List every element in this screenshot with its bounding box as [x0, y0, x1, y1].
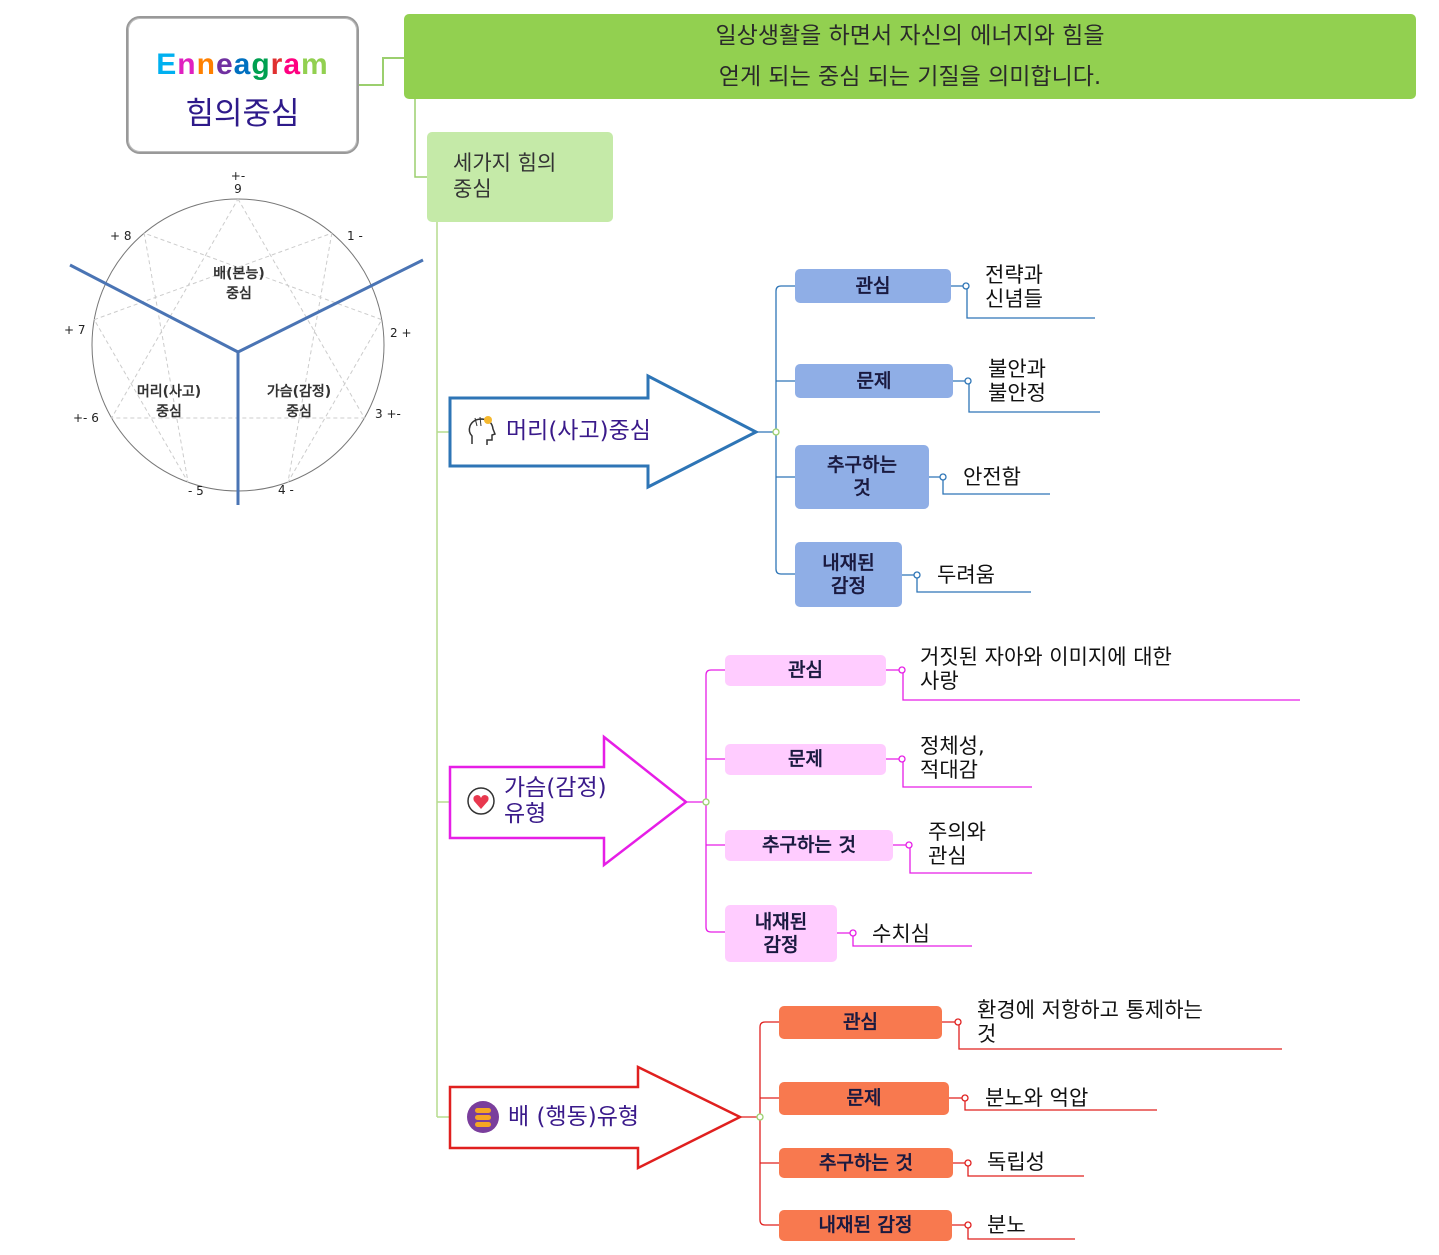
leaf-text: 관심 — [928, 844, 967, 868]
point-2: 2 + — [390, 326, 412, 340]
heart-problem-leaf[interactable]: 정체성,적대감 — [920, 734, 985, 782]
leaf-text: 불안정 — [988, 381, 1046, 405]
three-centers-line-1: 세가지 힘의 — [453, 151, 557, 175]
belly-icon — [467, 1101, 499, 1133]
thinking-head-icon — [468, 416, 496, 445]
point-9: 9 — [234, 182, 242, 196]
head-center-label: 머리(사고)중심 — [466, 414, 651, 448]
gut-type-label: 배 (행동)유형 — [466, 1100, 639, 1134]
definition-line-2: 얻게 되는 중심 되는 기질을 의미합니다. — [718, 64, 1102, 90]
point-8: + 8 — [110, 229, 132, 243]
title-box[interactable]: Enneagram 힘의중심 — [126, 16, 359, 154]
heart-center-label: 가슴(감정) — [267, 383, 331, 400]
leaf-text: 거짓된 자아와 이미지에 대한 — [920, 645, 1172, 669]
logo-letter: m — [301, 48, 329, 81]
leaf-text: 사랑 — [920, 669, 959, 693]
logo-letter: n — [177, 48, 197, 81]
heart-type-text-1: 가슴(감정) — [504, 775, 607, 801]
logo-letter: a — [283, 48, 302, 81]
logo-letter: E — [156, 48, 178, 81]
definition-box[interactable]: 일상생활을 하면서 자신의 에너지와 힘을 얻게 되는 중심 되는 기질을 의미… — [404, 14, 1416, 99]
gut-type-text: 배 (행동)유형 — [508, 1104, 640, 1130]
node-text: 내재된 — [754, 910, 808, 933]
node-text: 내재된 — [822, 551, 875, 574]
heart-center-label-2: 중심 — [286, 404, 312, 420]
heart-icon — [467, 787, 495, 815]
gut-emotion-node[interactable]: 내재된 감정 — [779, 1210, 952, 1241]
heart-problem-node[interactable]: 문제 — [725, 744, 886, 775]
leaf-text: 정체성, — [920, 734, 985, 758]
definition-line-1: 일상생활을 하면서 자신의 에너지와 힘을 — [715, 23, 1105, 49]
enneagram-inner-line — [93, 232, 383, 483]
gut-pursuit-node[interactable]: 추구하는 것 — [779, 1148, 953, 1178]
leaf-text: 적대감 — [920, 758, 978, 782]
logo-letter: g — [251, 48, 271, 81]
gut-emotion-leaf[interactable]: 분노 — [987, 1213, 1026, 1237]
heart-type-text-2: 유형 — [504, 801, 547, 827]
leaf-text: 환경에 저항하고 통제하는 — [977, 998, 1203, 1022]
gut-type-arrow[interactable] — [448, 1064, 743, 1171]
point-9-sign: +- — [231, 169, 245, 183]
node-text: 감정 — [763, 933, 799, 956]
point-5: - 5 — [188, 484, 204, 498]
logo-letter: e — [215, 48, 234, 81]
three-centers-box[interactable]: 세가지 힘의 중심 — [427, 132, 613, 222]
heart-type-label: 가슴(감정)유형 — [466, 775, 607, 827]
enneagram-logo: Enneagram — [128, 48, 357, 82]
head-emotion-leaf[interactable]: 두려움 — [937, 563, 995, 587]
logo-letter: a — [233, 48, 252, 81]
head-center-text: 머리(사고)중심 — [506, 418, 651, 444]
gut-problem-node[interactable]: 문제 — [779, 1082, 949, 1115]
heart-emotion-leaf[interactable]: 수치심 — [872, 922, 930, 946]
leaf-text: 것 — [977, 1022, 997, 1046]
heart-type-arrow[interactable] — [448, 734, 689, 868]
leaf-text: 주의와 — [928, 820, 986, 844]
head-center-arrow[interactable] — [448, 373, 760, 490]
logo-letter: r — [270, 48, 284, 81]
head-pursuit-leaf[interactable]: 안전함 — [963, 465, 1021, 489]
head-concern-node[interactable]: 관심 — [795, 269, 951, 303]
three-centers-line-2: 중심 — [453, 177, 492, 201]
heart-pursuit-node[interactable]: 추구하는 것 — [725, 830, 893, 861]
point-6: +- 6 — [73, 411, 99, 425]
head-center-label: 머리(사고) — [137, 384, 201, 400]
leaf-text: 불안과 — [988, 357, 1046, 381]
node-text: 추구하는 — [827, 454, 897, 476]
heart-concern-node[interactable]: 관심 — [725, 655, 886, 686]
node-text: 감정 — [831, 574, 866, 597]
point-4: 4 - — [278, 483, 294, 497]
gut-center-label-2: 중심 — [226, 286, 252, 302]
gut-concern-node[interactable]: 관심 — [779, 1006, 942, 1039]
point-3: 3 +- — [375, 407, 401, 421]
enneagram-diagram: +- 9 1 - 2 + 3 +- 4 - - 5 +- 6 + 7 + 8 배… — [64, 169, 424, 505]
title-subtitle: 힘의중심 — [185, 96, 300, 132]
gut-problem-leaf[interactable]: 분노와 억압 — [985, 1086, 1089, 1110]
leaf-text: 신념들 — [985, 287, 1043, 311]
point-1: 1 - — [347, 229, 363, 243]
point-7: + 7 — [64, 323, 86, 337]
leaf-text: 전략과 — [985, 263, 1043, 287]
node-text: 것 — [853, 477, 871, 499]
gut-pursuit-leaf[interactable]: 독립성 — [987, 1150, 1045, 1174]
logo-letter: n — [196, 48, 216, 81]
head-problem-node[interactable]: 문제 — [795, 364, 953, 398]
gut-center-label: 배(본능) — [213, 266, 264, 282]
head-center-label-2: 중심 — [156, 404, 182, 420]
